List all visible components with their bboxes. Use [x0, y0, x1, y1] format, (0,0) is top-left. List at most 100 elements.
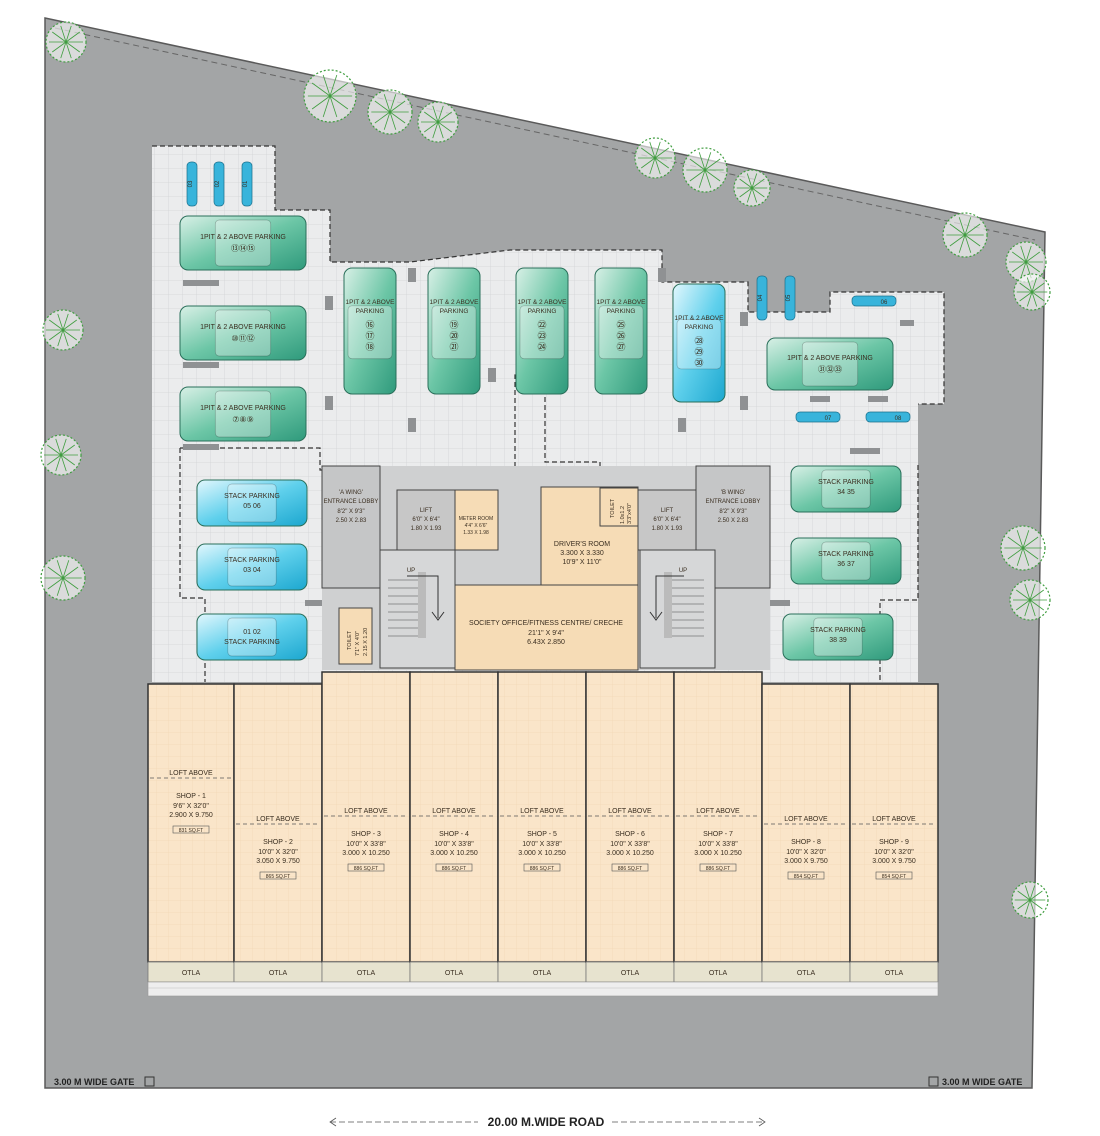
stack-s05: STACK PARKING 05 06	[196, 479, 308, 527]
stair-b-up: UP	[679, 568, 687, 574]
two-wheeler-08: 08	[865, 411, 911, 423]
lift-a-dim2: 1.80 X 1.93	[411, 526, 442, 532]
shop-otla: OTLA	[797, 970, 816, 977]
shop-otla: OTLA	[709, 970, 728, 977]
parking-num: ㉘	[694, 336, 703, 346]
shop-area: 854 SQ.FT	[882, 874, 906, 880]
tree	[45, 21, 87, 63]
shop-dim1: 10'0" X 32'0"	[258, 849, 298, 856]
shop-loft: LOFT ABOVE	[169, 770, 213, 777]
b-wing-sub: ENTRANCE LOBBY	[706, 499, 761, 505]
parking-title: 1PIT & 2 ABOVE	[517, 299, 567, 306]
two-wheeler-label: 08	[895, 416, 902, 422]
shop-dim2: 3.000 X 10.250	[694, 850, 742, 857]
stack-title: STACK PARKING	[818, 479, 874, 486]
tree	[1000, 525, 1046, 571]
stack-title: STACK PARKING	[818, 551, 874, 558]
parking-title: 1PIT & 2 ABOVE	[429, 299, 479, 306]
shop-name: SHOP - 7	[703, 831, 733, 838]
society-title: SOCIETY OFFICE/FITNESS CENTRE/ CRECHE	[469, 620, 623, 627]
lift-a-dim1: 6'0" X 6'4"	[412, 517, 439, 523]
two-wheeler-label: 02	[215, 180, 221, 187]
stack-title: STACK PARKING	[810, 627, 866, 634]
parking-num: ㉖	[616, 331, 625, 341]
trees	[40, 21, 1051, 919]
driveway-line-left	[180, 374, 601, 488]
shop-dim2: 2.900 X 9.750	[169, 812, 213, 819]
stack-nums: 05 06	[243, 503, 261, 510]
tree	[40, 555, 86, 601]
stack-nums: 36 37	[837, 561, 855, 568]
shop-name: SHOP - 9	[879, 839, 909, 846]
shop-loft: LOFT ABOVE	[256, 816, 300, 823]
shop-loft: LOFT ABOVE	[696, 808, 740, 815]
two-wheeler-04: 04	[756, 275, 768, 321]
parking-num: ㉒	[537, 320, 546, 330]
shop-dim2: 3.050 X 9.750	[256, 858, 300, 865]
stack-title: STACK PARKING	[224, 493, 280, 500]
two-wheeler-07: 07	[795, 411, 841, 423]
parking-title: 1PIT & 2 ABOVE PARKING	[200, 234, 286, 241]
parking-title2: PARKING	[685, 324, 714, 331]
stack-nums: 34 35	[837, 489, 855, 496]
staircase-a	[379, 549, 456, 669]
shop-dim1: 9'6" X 32'0"	[173, 803, 209, 810]
shop-area: 831 SQ.FT	[179, 828, 203, 834]
kerb-stones	[183, 268, 914, 606]
two-wheeler-label: 04	[758, 294, 764, 301]
tree	[1005, 241, 1047, 283]
parking-num: ㉑	[449, 342, 458, 352]
shop-dim2: 3.000 X 9.750	[872, 858, 916, 865]
shop-otla: OTLA	[269, 970, 288, 977]
shop-loft: LOFT ABOVE	[784, 816, 828, 823]
shop-dim2: 3.000 X 10.250	[606, 850, 654, 857]
stack-nums: 38 39	[829, 637, 847, 644]
stack-s36: STACK PARKING 36 37	[790, 537, 902, 585]
shop-otla: OTLA	[445, 970, 464, 977]
lift-b-dim1: 6'0" X 6'4"	[653, 517, 680, 523]
parking-title2: PARKING	[528, 308, 557, 315]
parking-title2: PARKING	[440, 308, 469, 315]
tree	[682, 147, 728, 193]
tree	[1009, 579, 1051, 621]
shop-area: 886 SQ.FT	[442, 866, 466, 872]
shop-name: SHOP - 8	[791, 839, 821, 846]
stack-s34: STACK PARKING 34 35	[790, 465, 902, 513]
two-wheeler-label: 06	[881, 300, 888, 306]
parking-num: ㉙	[694, 347, 703, 357]
a-wing-lobby	[321, 465, 381, 589]
meter-room	[454, 489, 499, 551]
shop-dim1: 10'0" X 33'8"	[434, 841, 474, 848]
two-wheeler-03: 03	[186, 161, 198, 207]
shop-loft: LOFT ABOVE	[872, 816, 916, 823]
shop-8: LOFT ABOVE SHOP - 8 10'0" X 32'0" 3.000 X 9…	[761, 683, 851, 983]
a-wing-sub: ENTRANCE LOBBY	[324, 499, 379, 505]
stack-title: STACK PARKING	[224, 557, 280, 564]
shop-dim1: 10'0" X 32'0"	[786, 849, 826, 856]
shop-name: SHOP - 5	[527, 831, 557, 838]
toilet-low	[338, 607, 373, 665]
society-dim1: 21'1" X 9'4"	[528, 630, 564, 637]
two-wheeler-label: 07	[825, 416, 832, 422]
two-wheeler-02: 02	[213, 161, 225, 207]
b-wing-dim1: 8'2" X 9'3"	[719, 509, 746, 515]
driveway-line-right2	[879, 465, 919, 682]
shop-dim1: 10'0" X 33'8"	[698, 841, 738, 848]
shop-area: 854 SQ.FT	[794, 874, 818, 880]
tree	[367, 89, 413, 135]
shop-dim2: 3.000 X 9.750	[784, 858, 828, 865]
